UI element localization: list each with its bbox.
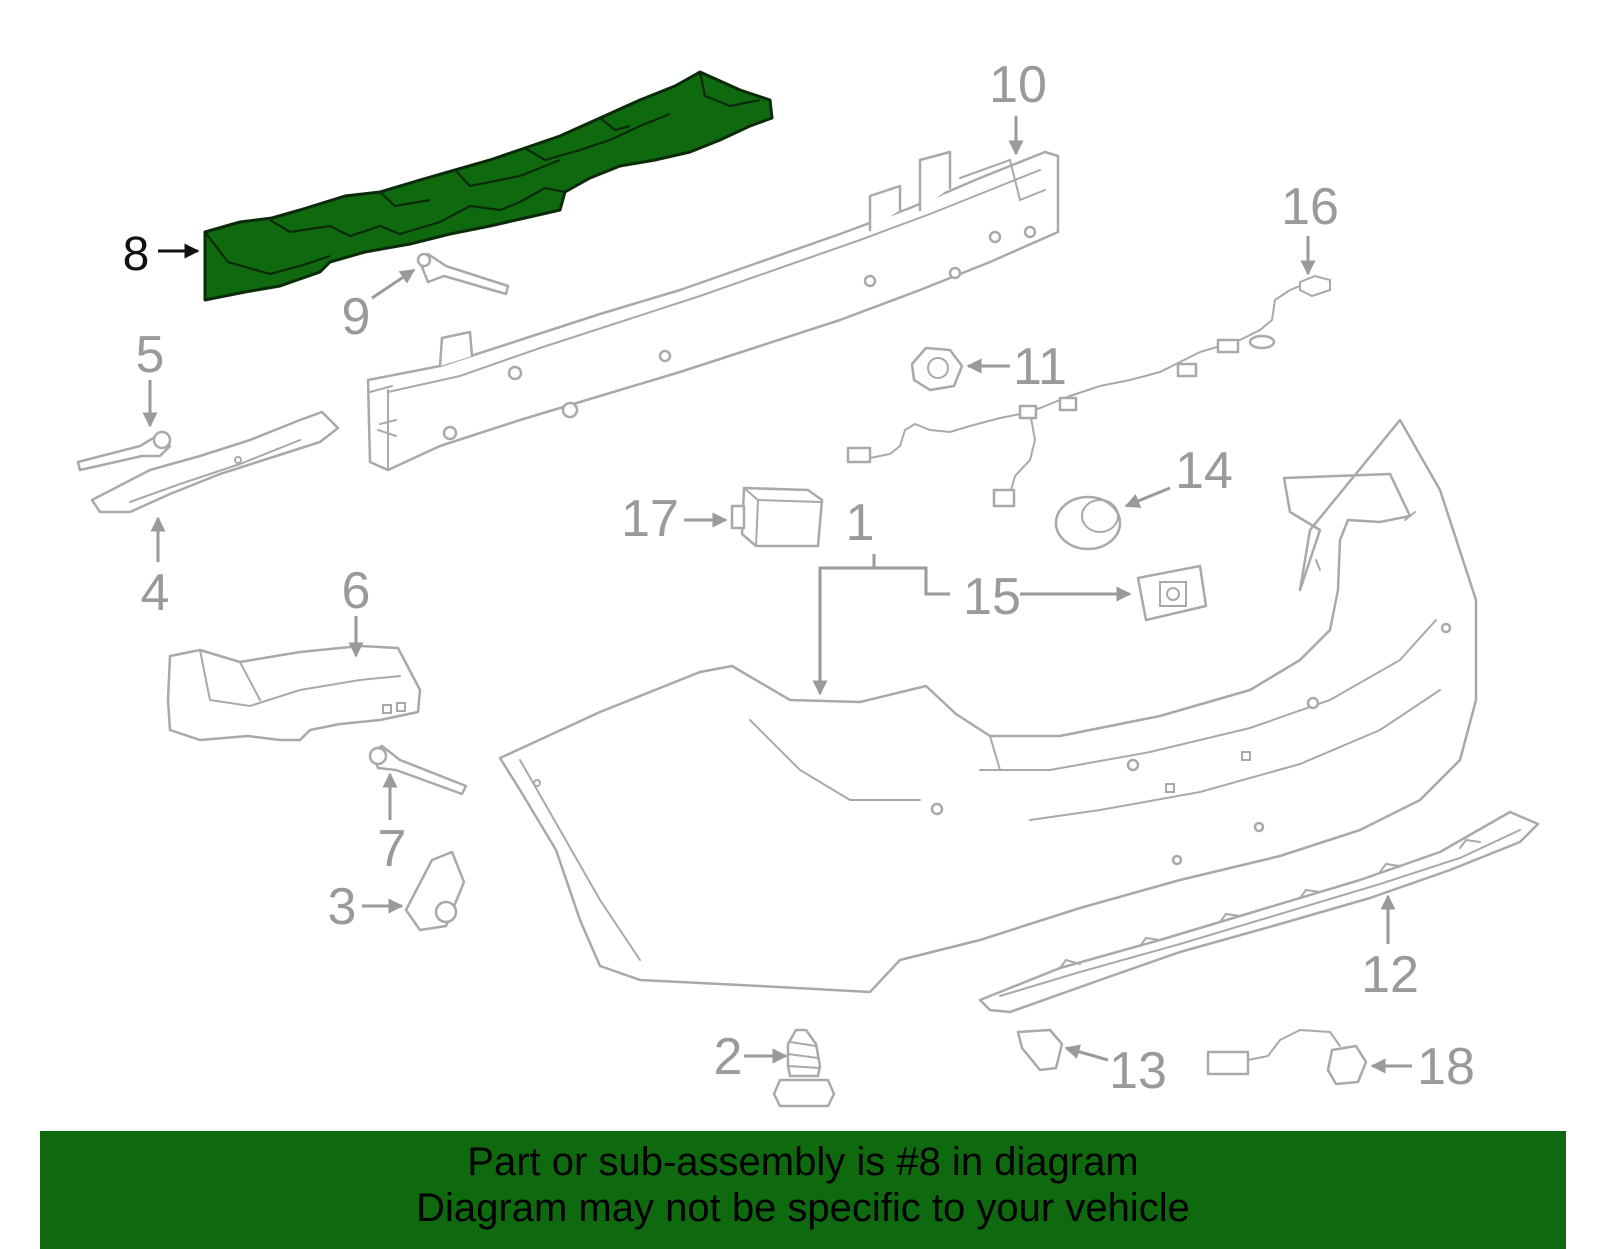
callout-18[interactable]: 18	[1417, 1038, 1475, 1096]
part-14-sensor[interactable]	[1054, 495, 1122, 551]
callout-17[interactable]: 17	[621, 490, 679, 548]
callout-13[interactable]: 13	[1109, 1042, 1167, 1100]
callout-labels: 1 2 3 4 5 6 7 8 9 10 11 12 13 14 15 16 1…	[123, 56, 1475, 1100]
callout-5[interactable]: 5	[136, 326, 165, 384]
callout-1[interactable]: 1	[846, 494, 875, 552]
part-13-clip[interactable]	[1016, 1028, 1064, 1072]
part-1-bumper-cover[interactable]	[498, 418, 1478, 994]
part-6-side-bracket[interactable]	[166, 644, 422, 742]
part-10-impact-bar[interactable]	[366, 150, 1060, 472]
part-8-energy-absorber[interactable]	[203, 70, 774, 302]
callout-15[interactable]: 15	[963, 568, 1021, 626]
callout-leaders	[142, 116, 1412, 1074]
part-7-rivet[interactable]	[368, 744, 468, 796]
callout-2[interactable]: 2	[714, 1028, 743, 1086]
part-18-harness[interactable]	[1206, 1028, 1368, 1086]
callout-11[interactable]: 11	[1013, 338, 1067, 396]
callout-14[interactable]: 14	[1175, 442, 1233, 500]
info-banner: Part or sub-assembly is #8 in diagram Di…	[40, 1131, 1566, 1249]
callout-4[interactable]: 4	[141, 564, 170, 622]
callout-7[interactable]: 7	[378, 820, 407, 878]
part-11-nut[interactable]	[910, 346, 964, 392]
part-16-wiring-harness[interactable]	[846, 274, 1331, 508]
part-2-bolt[interactable]	[772, 1028, 836, 1108]
part-15-bezel[interactable]	[1136, 564, 1208, 622]
banner-part-note: Part or sub-assembly is #8 in diagram	[467, 1140, 1139, 1184]
part-5-rivet[interactable]	[76, 430, 172, 472]
callout-10[interactable]: 10	[989, 56, 1047, 114]
banner-disclaimer: Diagram may not be specific to your vehi…	[416, 1186, 1190, 1230]
part-17-module[interactable]	[730, 486, 824, 548]
callout-6[interactable]: 6	[342, 562, 371, 620]
callout-12[interactable]: 12	[1361, 946, 1419, 1004]
callout-8[interactable]: 8	[123, 228, 150, 281]
part-4-bracket[interactable]	[90, 410, 340, 514]
callout-9[interactable]: 9	[342, 288, 371, 346]
part-9-rivet[interactable]	[416, 252, 510, 296]
callout-3[interactable]: 3	[328, 878, 357, 936]
callout-16[interactable]: 16	[1281, 178, 1339, 236]
part-12-valance[interactable]	[978, 810, 1540, 1014]
part-3-sensor-bracket[interactable]	[404, 850, 466, 932]
